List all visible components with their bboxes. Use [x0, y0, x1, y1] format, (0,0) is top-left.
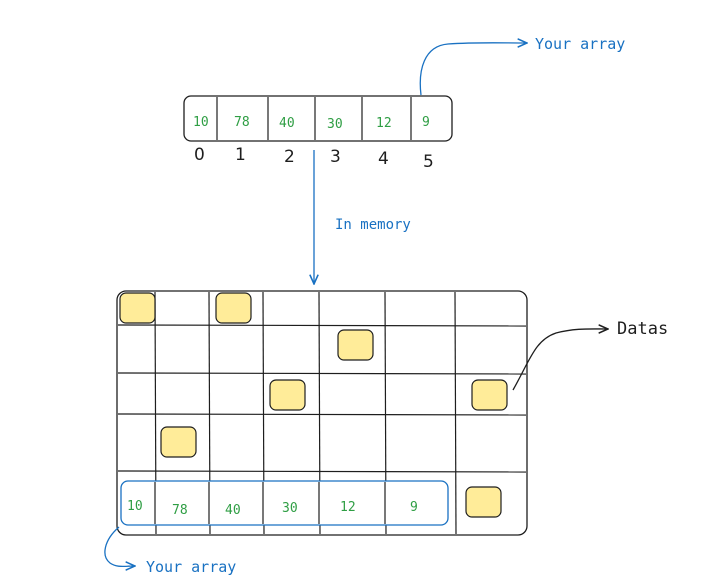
memory-array-value: 78	[172, 503, 188, 518]
memory-grid-line	[454, 291, 457, 535]
bottom-your-array-label: Your array	[146, 558, 236, 576]
memory-array-value: 10	[127, 499, 143, 514]
array-index: 3	[330, 147, 341, 167]
memory-array-block	[120, 480, 449, 526]
in-memory-label: In memory	[335, 217, 411, 233]
memory-grid-line	[117, 470, 527, 473]
top-your-array-label: Your array	[535, 35, 625, 53]
top-array-value: 9	[422, 115, 430, 130]
memory-grid-line	[117, 324, 527, 327]
memory-data-cell	[465, 486, 502, 518]
memory-grid: 10 78 40 30 12 9	[116, 290, 528, 536]
bottom-your-array-arrow	[104, 526, 135, 566]
memory-data-cell	[269, 379, 306, 411]
memory-grid-line	[117, 413, 527, 416]
top-array-value: 78	[234, 115, 250, 130]
memory-array-value: 40	[225, 503, 241, 518]
top-array: 10 78 40 30 12 9 0 1 2 3 4 5	[183, 95, 453, 172]
memory-data-cell	[160, 426, 197, 458]
memory-array-value: 30	[282, 501, 298, 516]
memory-array-value: 9	[410, 500, 418, 515]
top-array-value: 10	[193, 115, 209, 130]
top-your-array-arrow	[419, 43, 527, 96]
memory-grid-line	[117, 372, 527, 375]
array-index: 0	[194, 145, 205, 165]
memory-data-cell	[119, 292, 156, 324]
memory-array-value: 12	[340, 500, 356, 515]
datas-label: Datas	[617, 319, 668, 339]
array-index: 5	[423, 152, 434, 172]
array-index: 1	[235, 145, 246, 165]
top-array-frame	[183, 95, 453, 142]
top-array-value: 40	[279, 116, 295, 131]
datas-arrow	[512, 329, 608, 391]
array-index: 2	[284, 147, 295, 167]
memory-data-cell	[337, 329, 374, 361]
top-array-value: 12	[376, 116, 392, 131]
memory-data-cell	[471, 379, 508, 411]
memory-grid-frame	[116, 290, 528, 536]
top-array-value: 30	[327, 117, 343, 132]
array-index: 4	[378, 149, 389, 169]
memory-data-cell	[215, 292, 252, 324]
